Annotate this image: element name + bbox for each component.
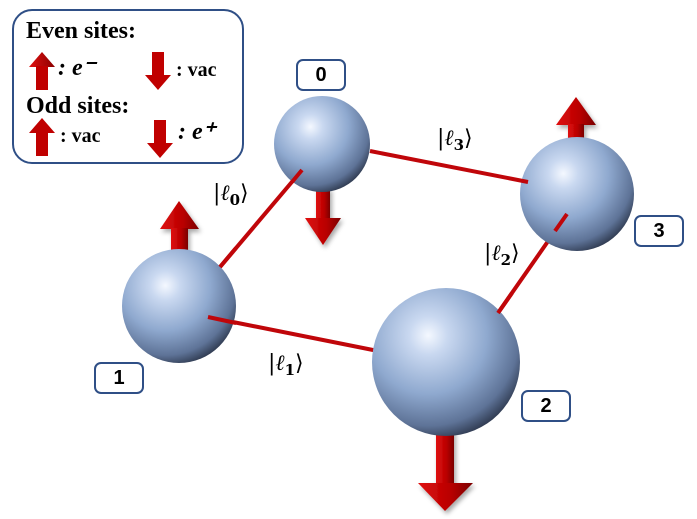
legend-even-up-text: : e⁻ [58,55,96,81]
site-0-spin-down-arrow [305,188,341,245]
site-label-3: 3 [634,215,684,247]
legend-odd-up-text: : vac [60,125,101,147]
link-line-2-front [496,291,514,315]
site-2-spin-down-arrow [418,430,473,511]
legend-odd-up-arrow-icon [29,118,55,156]
link-line-1 [207,315,379,353]
site-label-1: 1 [94,362,144,394]
site-3-sphere [520,137,634,251]
legend-odd-down-value: : e⁺ [178,119,216,145]
legend-even-up-arrow-icon [29,52,55,90]
link-line-0-top [290,168,304,184]
link-line-1-front [207,315,237,325]
link-label-2: |ℓ2⟩ [484,241,520,269]
site-label-0: 0 [296,59,346,91]
link-label-1: |ℓ1⟩ [268,351,304,379]
site-2-sphere [372,288,520,436]
legend-box: Even sites: : e⁻ : vac Odd sites: : vac … [12,9,244,164]
legend-odd-down-text: : e⁺ [178,119,216,145]
link-label-3: |ℓ3⟩ [437,126,473,154]
link-line-3 [369,149,529,184]
legend-even-up-value: : e⁻ [58,55,96,81]
link-line-0-front [218,246,238,269]
site-1-sphere [122,249,236,363]
link-line-2-top [553,212,569,233]
site-label-2: 2 [521,390,571,422]
legend-even-down-text: : vac [176,59,217,81]
legend-odd-down-arrow-icon [147,120,173,158]
legend-odd-title: Odd sites: [26,93,130,119]
link-label-0: |ℓ0⟩ [213,181,249,209]
site-0-sphere [274,96,370,192]
legend-even-title: Even sites: [26,18,136,44]
legend-even-down-arrow-icon [145,52,171,90]
